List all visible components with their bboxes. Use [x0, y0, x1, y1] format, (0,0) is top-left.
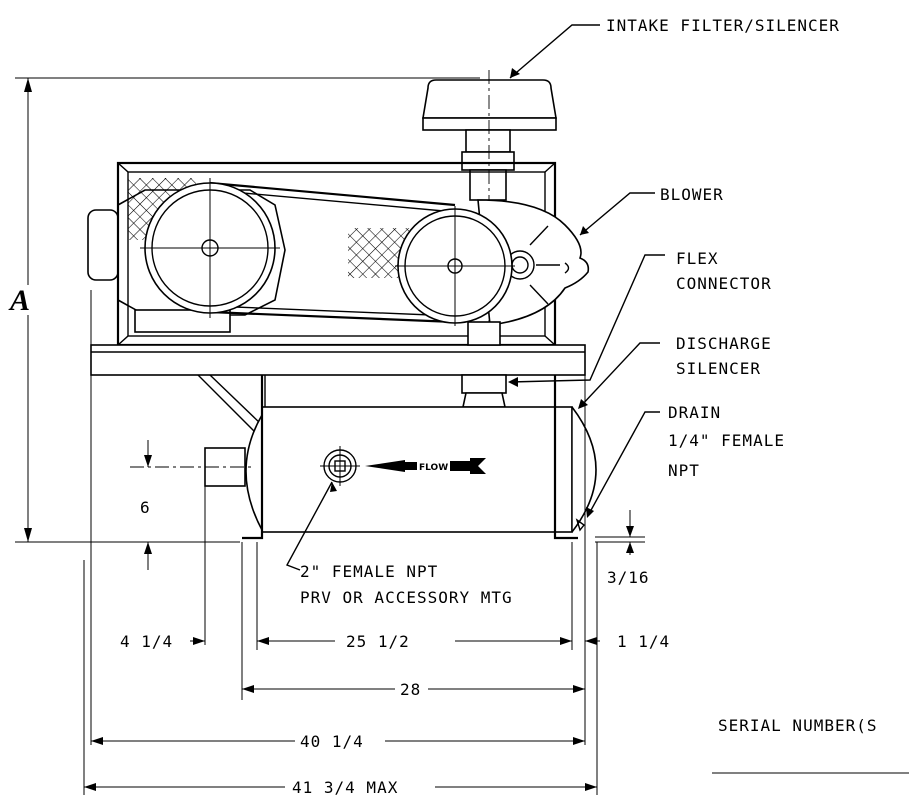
discharge-label-line1: DISCHARGE: [676, 334, 772, 353]
dimension-base-width: 28: [400, 680, 421, 699]
drain-label-line1: DRAIN: [668, 403, 721, 422]
dimension-a: A: [8, 284, 30, 317]
blower-pulley: [395, 206, 515, 326]
dimension-frame-width: 40 1/4: [300, 732, 364, 751]
discharge-silencer: FLOW: [130, 375, 597, 540]
flex-connector: [461, 321, 507, 408]
drain-label-line2: 1/4" FEMALE: [668, 431, 785, 450]
drain-label-line3: NPT: [668, 461, 700, 480]
base-plate: [90, 344, 586, 376]
dimension-lines: [8, 77, 909, 795]
dimension-inlet-height: 6: [140, 498, 151, 517]
intake-filter-label: INTAKE FILTER/SILENCER: [606, 16, 840, 35]
dimension-foot-thickness: 3/16: [607, 568, 650, 587]
drive-belt: [209, 181, 456, 324]
discharge-label-line2: SILENCER: [676, 359, 761, 378]
npt-label-line1: 2" FEMALE NPT: [300, 562, 438, 581]
support-gusset: [197, 374, 266, 433]
motor-pulley: [140, 178, 280, 318]
blower-label: BLOWER: [660, 185, 724, 204]
leader-lines: [286, 24, 665, 571]
npt-label-line2: PRV OR ACCESSORY MTG: [300, 588, 513, 607]
flex-label-line2: CONNECTOR: [676, 274, 772, 293]
intake-filter: [422, 70, 557, 410]
flex-label-line1: FLEX: [676, 249, 719, 268]
flow-label: FLOW: [419, 463, 448, 473]
dimension-foot-spacing: 25 1/2: [346, 632, 410, 651]
serial-number-label: SERIAL NUMBER(S: [718, 716, 878, 735]
dimension-foot-overhang: 1 1/4: [617, 632, 670, 651]
dimension-inlet-offset: 4 1/4: [120, 632, 173, 651]
dimension-overall-width: 41 3/4 MAX: [292, 778, 398, 797]
